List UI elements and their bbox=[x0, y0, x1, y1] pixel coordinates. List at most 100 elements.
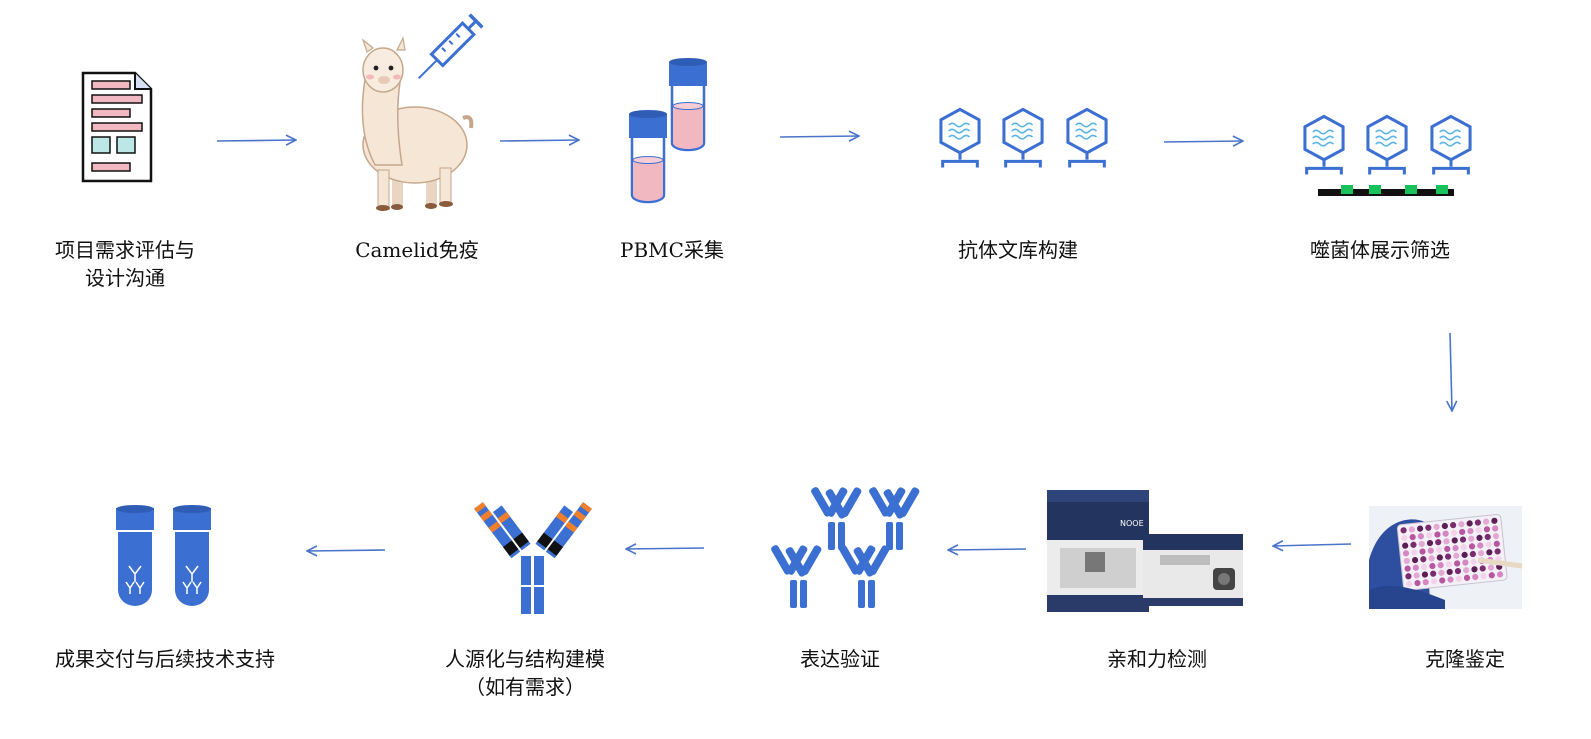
plate-well bbox=[1420, 556, 1427, 563]
plate-well bbox=[1437, 562, 1444, 569]
plate-well bbox=[1439, 577, 1446, 584]
plate-well bbox=[1443, 538, 1450, 545]
plate-well bbox=[1417, 525, 1424, 532]
plate-well bbox=[1419, 548, 1426, 555]
plate-well bbox=[1475, 527, 1482, 534]
plate-well bbox=[1452, 545, 1459, 552]
instrument-icon: NOOE bbox=[1047, 490, 1243, 612]
plate-well bbox=[1442, 530, 1449, 537]
plate-well bbox=[1429, 562, 1436, 570]
test-tubes-icon bbox=[629, 58, 707, 204]
plate-well bbox=[1426, 539, 1434, 547]
plate-well bbox=[1494, 548, 1501, 555]
label-line: 克隆鉴定 bbox=[1425, 647, 1505, 671]
plate-well bbox=[1476, 534, 1483, 541]
flow-arrows bbox=[216, 136, 1452, 551]
plate-well bbox=[1468, 543, 1476, 550]
plate-well bbox=[1455, 575, 1462, 582]
plate-well bbox=[1426, 532, 1433, 539]
plate-well bbox=[1428, 555, 1435, 562]
elisa-plate-icon bbox=[1369, 506, 1523, 609]
plate-well bbox=[1421, 563, 1428, 570]
phage-display-icon bbox=[1303, 114, 1472, 196]
step-label-s2: Camelid免疫 bbox=[337, 236, 497, 264]
plate-well bbox=[1406, 580, 1413, 588]
plate-well bbox=[1459, 528, 1466, 536]
plate-well bbox=[1467, 527, 1474, 535]
delivery-tubes-icon bbox=[116, 505, 211, 606]
nanobodies-icon bbox=[771, 487, 920, 608]
label-line: 项目需求评估与 bbox=[55, 238, 195, 262]
plate-well bbox=[1478, 550, 1485, 557]
plate-well bbox=[1422, 579, 1429, 586]
label-line: 成果交付与后续技术支持 bbox=[55, 647, 275, 671]
plate-well bbox=[1474, 519, 1481, 526]
step-label-s10: 成果交付与后续技术支持 bbox=[30, 645, 300, 673]
plate-well bbox=[1485, 541, 1492, 548]
step-label-s5: 噬菌体展示筛选 bbox=[1290, 236, 1470, 264]
alpaca bbox=[361, 36, 474, 211]
plate-well bbox=[1410, 541, 1417, 548]
plate-well bbox=[1434, 531, 1441, 538]
plate-well bbox=[1484, 533, 1491, 541]
plate-well bbox=[1463, 574, 1471, 581]
plate-well bbox=[1425, 524, 1432, 531]
plate-well bbox=[1401, 534, 1408, 542]
step-label-s7: 亲和力检测 bbox=[1082, 645, 1232, 673]
plate-well bbox=[1403, 557, 1410, 565]
label-line: 人源化与结构建模 bbox=[445, 647, 605, 671]
label-line: 噬菌体展示筛选 bbox=[1310, 238, 1450, 262]
alpaca-syringe-icon bbox=[361, 13, 484, 211]
syringe bbox=[418, 13, 484, 79]
document-icon bbox=[81, 71, 153, 183]
plate-well bbox=[1479, 565, 1486, 572]
plate-well bbox=[1454, 560, 1461, 567]
plate-well bbox=[1430, 578, 1438, 585]
plate-well bbox=[1418, 540, 1425, 548]
plate-well bbox=[1466, 520, 1473, 527]
step-label-s6: 克隆鉴定 bbox=[1405, 645, 1525, 673]
plate-well bbox=[1463, 567, 1470, 574]
plate-well bbox=[1480, 573, 1487, 580]
plate-well bbox=[1404, 565, 1411, 572]
plate-well bbox=[1450, 529, 1458, 536]
plate-well bbox=[1411, 549, 1418, 556]
plate-well bbox=[1470, 558, 1477, 565]
plate-well bbox=[1405, 573, 1412, 580]
plate-well bbox=[1444, 545, 1451, 553]
arrow-s2-s3 bbox=[499, 140, 579, 141]
label-line: 抗体文库构建 bbox=[958, 238, 1078, 262]
label-line: 表达验证 bbox=[800, 647, 880, 671]
plate-well bbox=[1408, 526, 1415, 533]
plate-well bbox=[1414, 579, 1421, 587]
step-label-s4: 抗体文库构建 bbox=[938, 236, 1098, 264]
plate-well bbox=[1453, 552, 1460, 559]
plate-well bbox=[1402, 550, 1410, 557]
plate-well bbox=[1488, 572, 1495, 579]
plate-well bbox=[1409, 534, 1416, 541]
plate-well bbox=[1436, 554, 1443, 561]
plate-well bbox=[1413, 572, 1420, 579]
plate-well bbox=[1458, 521, 1465, 528]
arrow-s1-s2 bbox=[216, 140, 296, 141]
arrow-s5-s6 bbox=[1450, 332, 1452, 411]
plate-well bbox=[1454, 567, 1462, 575]
arrow-s7-s8 bbox=[948, 549, 1027, 550]
plate-well bbox=[1468, 535, 1475, 542]
plate-well bbox=[1400, 527, 1407, 534]
plate-well bbox=[1471, 566, 1478, 573]
plate-well bbox=[1447, 576, 1454, 583]
label-line: 亲和力检测 bbox=[1107, 647, 1207, 671]
plate-well bbox=[1417, 533, 1425, 540]
plate-well bbox=[1444, 553, 1452, 560]
arrow-s9-s10 bbox=[307, 550, 386, 551]
step-label-s8: 表达验证 bbox=[780, 645, 900, 673]
step-label-s1: 项目需求评估与 设计沟通 bbox=[40, 236, 210, 292]
step-label-s9: 人源化与结构建模 （如有需求） bbox=[425, 645, 625, 701]
plate-well bbox=[1461, 551, 1468, 558]
arrow-s3-s4 bbox=[779, 136, 859, 137]
plate-well bbox=[1421, 571, 1429, 578]
step-label-s3: PBMC采集 bbox=[597, 236, 747, 264]
arrow-s4-s5 bbox=[1163, 141, 1243, 142]
plate-well bbox=[1438, 569, 1445, 576]
